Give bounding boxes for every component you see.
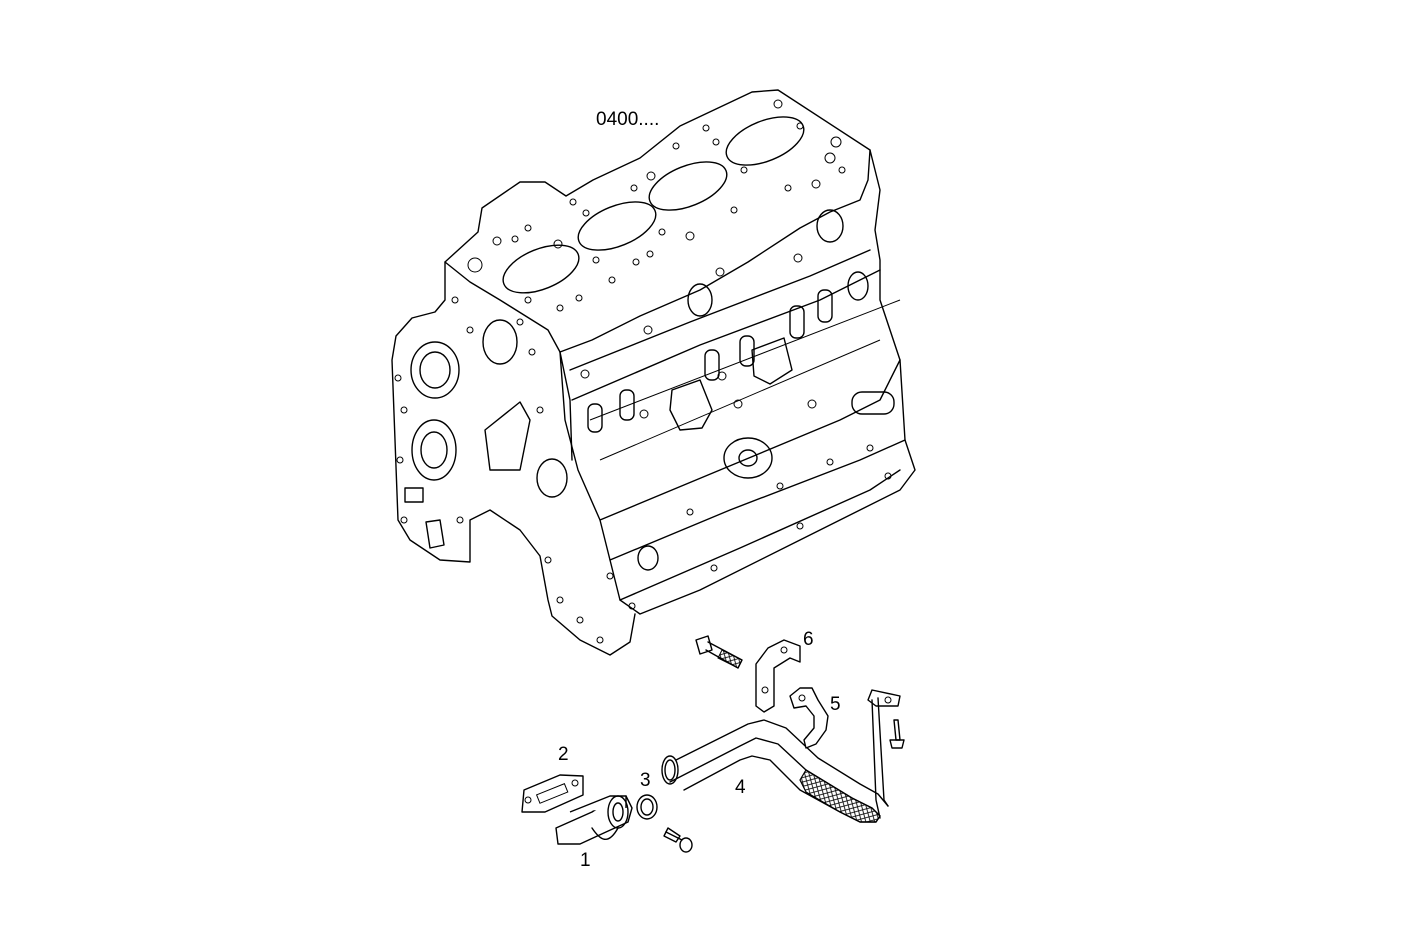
engine-block: 0400....	[391, 89, 916, 656]
clamp-part	[789, 687, 829, 749]
bracket-bolt	[695, 635, 743, 669]
callout-2: 2	[558, 744, 569, 765]
rod-bolt	[889, 719, 905, 749]
callout-4: 4	[735, 777, 746, 798]
callout-3: 3	[640, 770, 651, 791]
elbow-part	[555, 795, 633, 845]
callout-6: 6	[803, 629, 814, 650]
assembly-ref-label: 0400....	[596, 109, 659, 130]
gasket-part	[521, 774, 584, 813]
callout-1: 1	[580, 850, 591, 871]
o-ring-part	[636, 794, 658, 820]
pipe-part	[661, 689, 901, 823]
bracket-part	[755, 639, 801, 713]
callout-5: 5	[830, 694, 841, 715]
elbow-bolt	[663, 827, 693, 853]
